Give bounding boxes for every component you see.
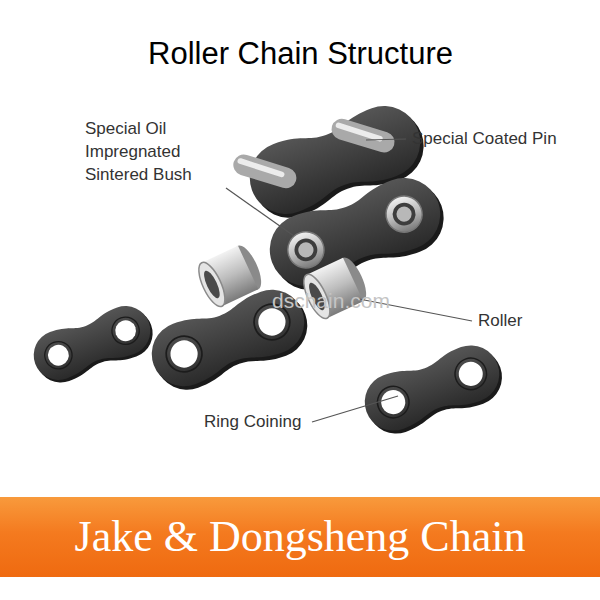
leader-lines <box>312 396 398 422</box>
leader-lines <box>226 188 294 236</box>
bush-link-plate <box>394 204 413 223</box>
part-label: Roller <box>478 311 522 331</box>
part-label: Special Coated Pin <box>412 129 557 149</box>
brand-band: Jake & Dongsheng Chain <box>0 497 600 577</box>
link-plate <box>27 299 160 390</box>
diagram-title: Roller Chain Structure <box>148 36 453 72</box>
link-plate <box>357 337 510 442</box>
link-plate <box>27 299 160 390</box>
bush-link-plate <box>381 191 427 237</box>
brand-text: Jake & Dongsheng Chain <box>75 513 526 561</box>
bush-link-plate <box>296 240 315 259</box>
pin-link-plate <box>239 95 434 229</box>
part-label: Ring Coining <box>204 412 301 432</box>
leader-lines <box>366 139 406 140</box>
leader-lines <box>226 139 472 422</box>
link-plate <box>357 337 510 442</box>
bush-link-plate <box>291 235 320 264</box>
bush-link-plate <box>389 200 418 229</box>
watermark: dschain.com <box>272 289 390 313</box>
pin-link-plate <box>240 149 281 186</box>
part-label: Special Oil Impregnated Sintered Bush <box>85 117 223 186</box>
pin-link-plate <box>339 114 380 151</box>
